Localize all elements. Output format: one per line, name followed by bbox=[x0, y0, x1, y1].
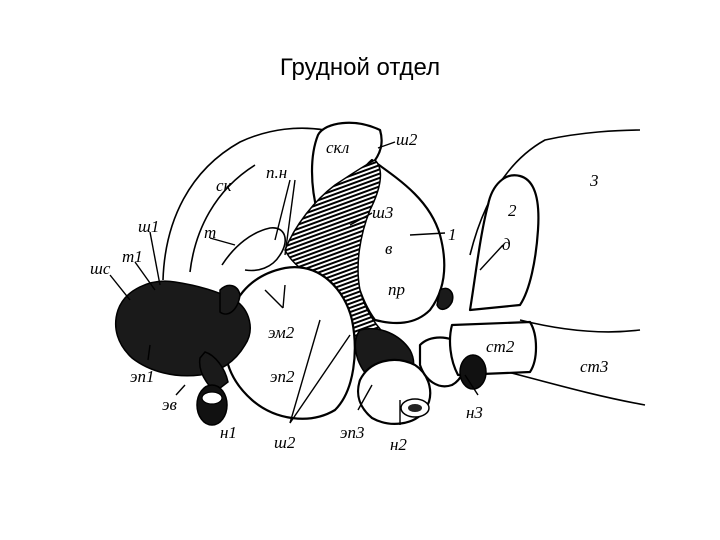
label-sh1: ш1 bbox=[138, 217, 159, 236]
label-skl: скл bbox=[326, 138, 349, 157]
label-2: 2 bbox=[508, 201, 517, 220]
mesothorax-lower-lobe bbox=[223, 266, 356, 420]
label-sh3: ш3 bbox=[372, 203, 393, 222]
leader-lines bbox=[109, 141, 504, 425]
wing-base-dark bbox=[219, 284, 241, 315]
wing-base-detail bbox=[221, 227, 286, 272]
label-pn: п.н bbox=[266, 163, 287, 182]
label-n1: н1 bbox=[220, 423, 237, 442]
label-pr: пр bbox=[388, 280, 405, 299]
label-d: д bbox=[502, 235, 511, 254]
label-3: 3 bbox=[589, 171, 599, 190]
label-ep1: эп1 bbox=[130, 367, 155, 386]
segment-2-shape bbox=[468, 174, 540, 312]
leg-stump-n3 bbox=[459, 354, 487, 390]
label-v: в bbox=[385, 239, 393, 258]
abdomen-joint-dark bbox=[436, 287, 454, 310]
label-ep2: эп2 bbox=[270, 367, 295, 386]
scutum-outline bbox=[162, 127, 326, 281]
leg-stump-n2-inner bbox=[408, 404, 422, 412]
label-sh2-bottom: ш2 bbox=[274, 433, 296, 452]
slide-title: Грудной отдел bbox=[279, 54, 441, 81]
label-st2: ст2 bbox=[486, 337, 515, 356]
label-t1: т1 bbox=[122, 247, 143, 266]
abdomen-lower-outline bbox=[519, 319, 641, 333]
scutum-inner bbox=[189, 164, 256, 273]
label-sh2-top: ш2 bbox=[396, 130, 418, 149]
label-sc: шс bbox=[90, 259, 111, 278]
label-st3: ст3 bbox=[580, 357, 608, 376]
label-n3: н3 bbox=[466, 403, 483, 422]
label-n2: н2 bbox=[390, 435, 407, 454]
label-sk: ск bbox=[216, 176, 233, 195]
label-ev: эв bbox=[162, 395, 177, 414]
label-t: т bbox=[204, 223, 216, 242]
label-ep3: эп3 bbox=[340, 423, 365, 442]
leg-stump-n1-ring bbox=[201, 391, 223, 405]
label-1: 1 bbox=[448, 225, 457, 244]
label-em2: эм2 bbox=[268, 323, 295, 342]
leg-stump-n1 bbox=[196, 384, 228, 426]
abdomen-bottom-outline bbox=[499, 369, 646, 406]
abdomen-segment-3 bbox=[469, 129, 641, 256]
